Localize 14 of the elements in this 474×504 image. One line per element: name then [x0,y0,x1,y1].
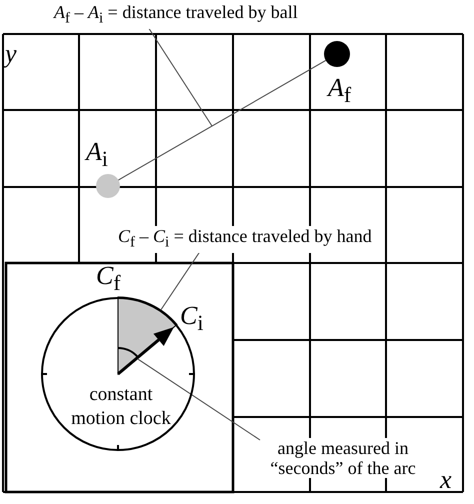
point-label: C$_{f}$ [96,262,121,298]
point-label: C$_{i}$ [180,302,204,338]
point-label: A$_{i}$ [86,138,108,174]
leader-line [136,358,260,440]
point-label: A$_{f}$ [328,74,352,110]
ball-end [324,41,350,67]
ball-start [96,174,120,198]
leader-line [160,252,200,310]
angle-arc [116,346,140,359]
axis-label: x [440,466,452,494]
clock-caption: constant motion clock [70,383,172,431]
leader-line [148,28,212,126]
ball-path-line [118,60,326,180]
leader-label: C$_{f}$ – C$_{i}$ = distance traveled by hand [118,226,372,253]
